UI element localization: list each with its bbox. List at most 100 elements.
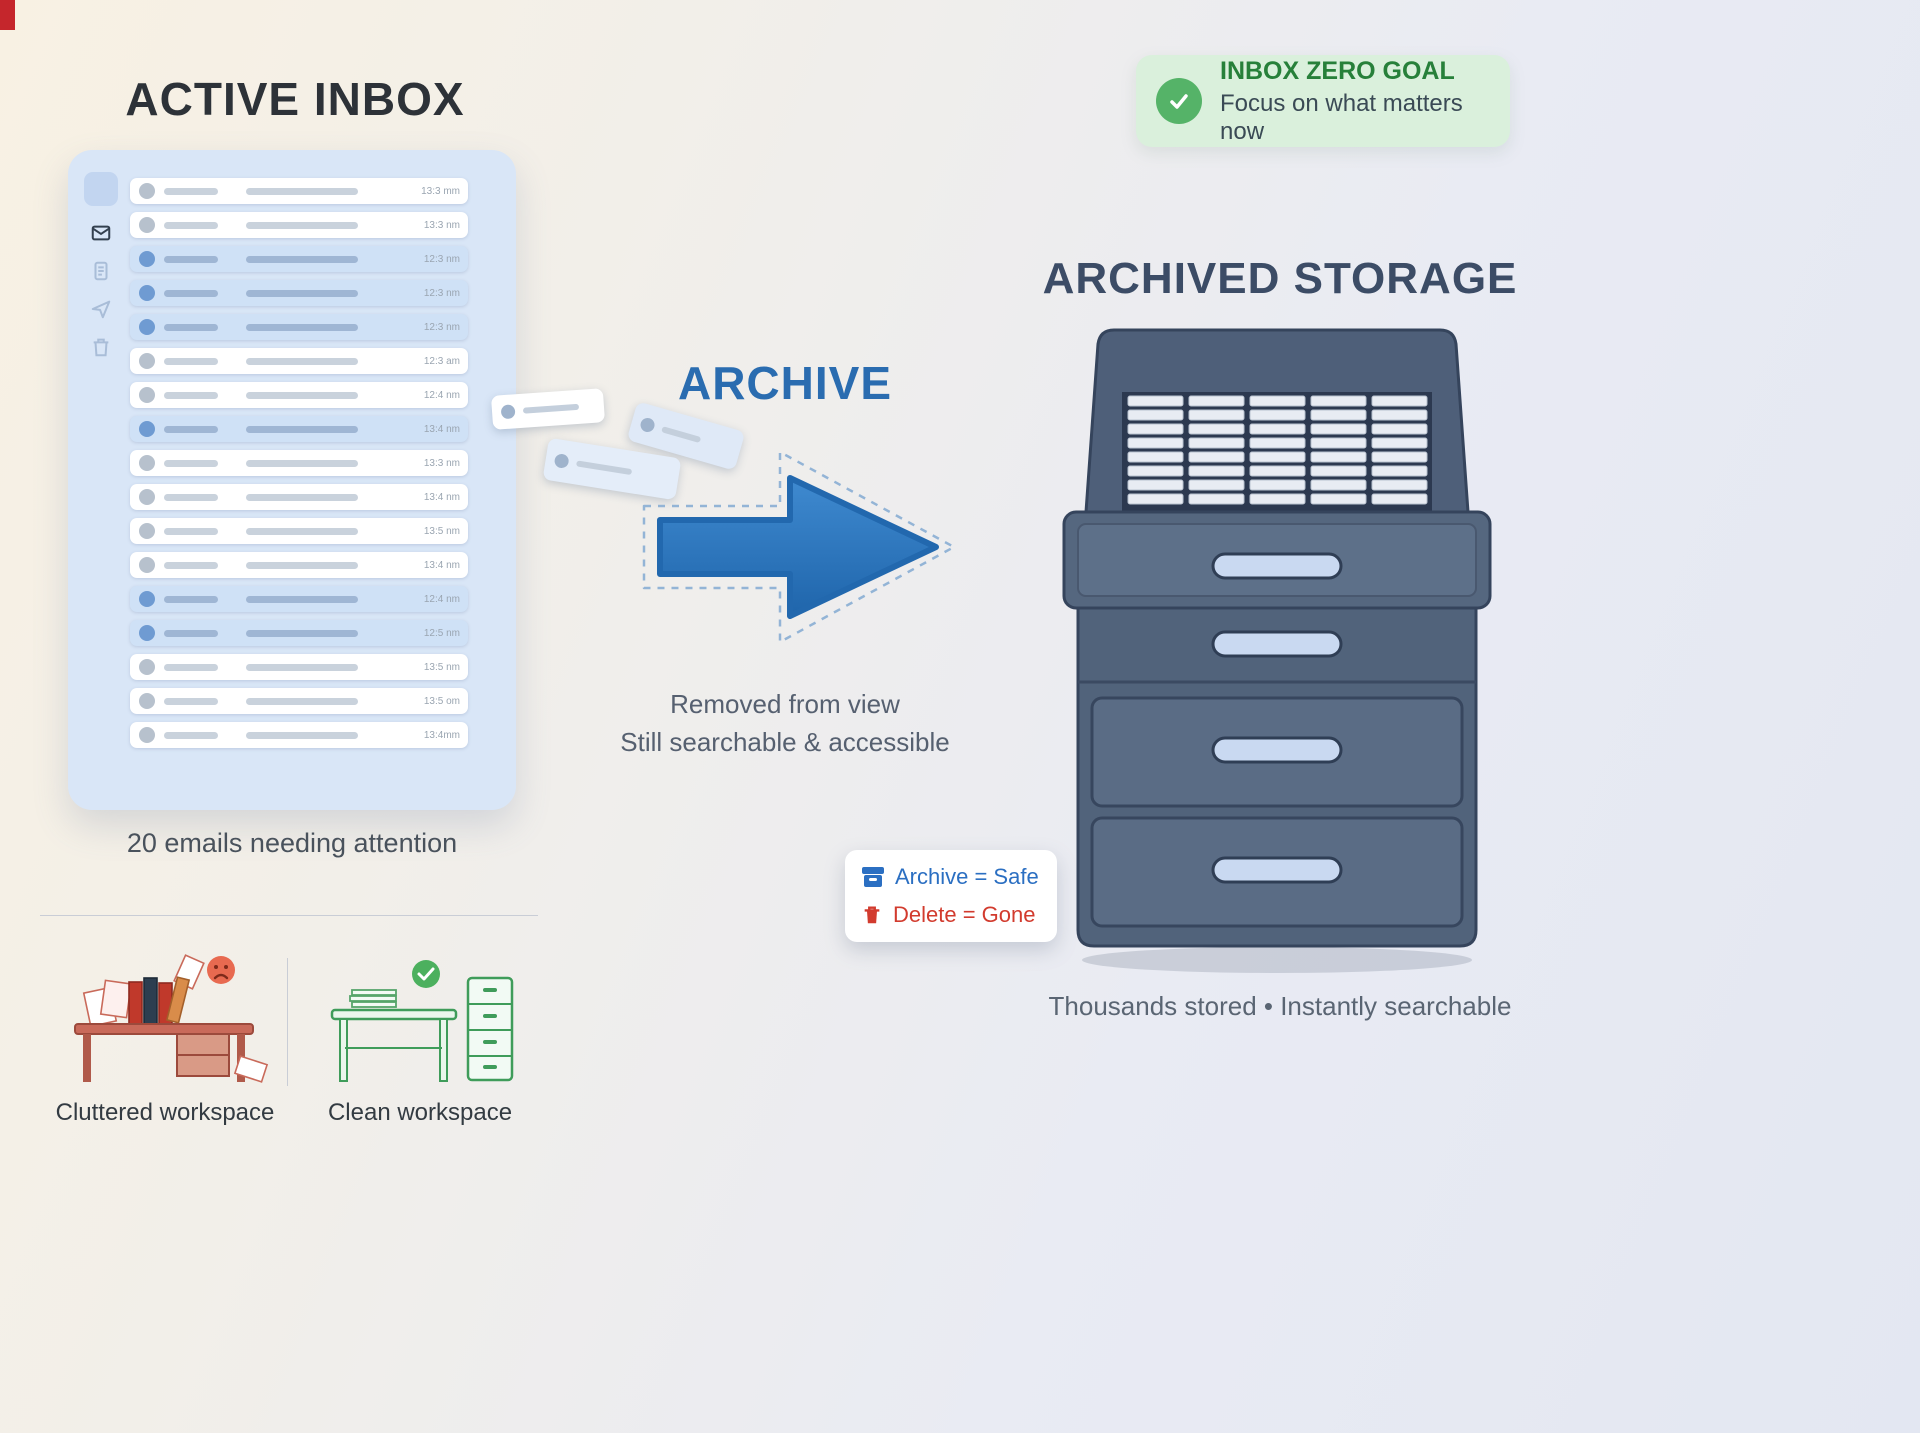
email-timestamp: 12:3 nm <box>423 253 460 265</box>
sad-face-icon <box>207 956 235 984</box>
cluttered-workspace: Cluttered workspace <box>50 952 280 1127</box>
text-bar <box>575 460 633 476</box>
sender-avatar <box>139 183 155 199</box>
subject-bar <box>246 527 358 535</box>
sender-avatar <box>139 693 155 709</box>
sender-name-bar <box>164 527 218 535</box>
filing-cabinet-illustration <box>1058 326 1496 981</box>
archive-title: ARCHIVE <box>677 357 893 409</box>
email-row[interactable]: 12:5 nm <box>130 620 468 646</box>
subject-bar <box>246 425 358 433</box>
email-timestamp: 12:3 nm <box>423 287 460 299</box>
sender-name-bar <box>164 561 218 569</box>
cluttered-workspace-illustration <box>74 954 269 1083</box>
subject-bar <box>246 221 358 229</box>
email-row[interactable]: 12:3 nm <box>130 314 468 340</box>
drawer-handle <box>1211 552 1343 580</box>
subject-bar <box>246 493 358 501</box>
email-timestamp: 12:3 am <box>423 355 460 367</box>
sender-name-bar <box>164 391 218 399</box>
email-row[interactable]: 13:4 nm <box>130 484 468 510</box>
email-row[interactable]: 13:4mm <box>130 722 468 748</box>
subject-bar <box>246 187 358 195</box>
email-timestamp: 12:5 nm <box>423 627 460 639</box>
email-timestamp: 13:5 nm <box>423 661 460 673</box>
drawer-handle <box>1211 736 1343 764</box>
email-row[interactable]: 13:3 nm <box>130 212 468 238</box>
inbox-sidebar <box>80 172 122 790</box>
inbox-caption: 20 emails needing attention <box>126 828 458 858</box>
email-row[interactable]: 12:4 nm <box>130 382 468 408</box>
sender-name-bar <box>164 459 218 467</box>
archive-arrow-icon <box>642 450 956 644</box>
email-timestamp: 13:5 om <box>423 695 460 707</box>
email-timestamp: 12:4 nm <box>423 389 460 401</box>
legend-archive-label: Archive = Safe <box>895 864 1039 889</box>
horizontal-divider <box>40 915 538 916</box>
email-row[interactable]: 12:3 nm <box>130 246 468 272</box>
email-row[interactable]: 13:5 om <box>130 688 468 714</box>
sender-avatar <box>139 217 155 233</box>
subject-bar <box>246 255 358 263</box>
compose-button[interactable] <box>84 172 118 206</box>
subject-bar <box>246 391 358 399</box>
subject-bar <box>246 459 358 467</box>
sender-name-bar <box>164 493 218 501</box>
sender-name-bar <box>164 289 218 297</box>
corner-red-mark <box>0 0 15 30</box>
archive-box-icon <box>862 867 884 887</box>
sender-avatar <box>139 727 155 743</box>
sender-name-bar <box>164 187 218 195</box>
email-timestamp: 13:4mm <box>423 729 460 741</box>
subject-bar <box>246 357 358 365</box>
email-row[interactable]: 13:5 nm <box>130 518 468 544</box>
cluttered-workspace-label: Cluttered workspace <box>55 1099 275 1126</box>
sender-avatar <box>139 659 155 675</box>
legend-archive-row: Archive = Safe <box>861 864 1041 890</box>
trash-icon[interactable] <box>90 336 112 358</box>
email-row[interactable]: 12:3 am <box>130 348 468 374</box>
email-row[interactable]: 13:5 nm <box>130 654 468 680</box>
sender-name-bar <box>164 323 218 331</box>
sender-avatar <box>500 404 516 420</box>
email-row[interactable]: 13:3 nm <box>130 450 468 476</box>
email-row[interactable]: 12:3 nm <box>130 280 468 306</box>
sender-name-bar <box>164 697 218 705</box>
mail-icon[interactable] <box>90 222 112 244</box>
email-timestamp: 13:3 nm <box>423 219 460 231</box>
sender-avatar <box>139 421 155 437</box>
vertical-divider <box>287 958 288 1086</box>
check-icon <box>412 960 440 988</box>
sender-name-bar <box>164 255 218 263</box>
sender-name-bar <box>164 357 218 365</box>
send-icon[interactable] <box>90 298 112 320</box>
inbox-panel: 13:3 mm 13:3 nm 12:3 nm 12:3 nm 12:3 nm <box>68 150 516 810</box>
legend-delete-row: Delete = Gone <box>861 902 1041 928</box>
email-row[interactable]: 13:4 nm <box>130 416 468 442</box>
sender-name-bar <box>164 425 218 433</box>
badge-title: INBOX ZERO GOAL <box>1220 56 1455 85</box>
sender-avatar <box>139 625 155 641</box>
sender-avatar <box>139 285 155 301</box>
subject-bar <box>246 289 358 297</box>
sender-avatar <box>139 251 155 267</box>
email-row[interactable]: 13:3 mm <box>130 178 468 204</box>
clean-workspace: Clean workspace <box>305 952 535 1127</box>
sender-avatar <box>139 523 155 539</box>
flying-email-card <box>490 388 606 430</box>
sender-avatar <box>139 387 155 403</box>
subject-bar <box>246 629 358 637</box>
email-row[interactable]: 13:4 nm <box>130 552 468 578</box>
archive-vs-delete-legend: Archive = Safe Delete = Gone <box>845 850 1057 942</box>
archive-description-line1: Removed from view <box>670 689 900 719</box>
sender-avatar <box>553 453 570 470</box>
sender-name-bar <box>164 731 218 739</box>
drawer-handle <box>1211 630 1343 658</box>
document-icon[interactable] <box>90 260 112 282</box>
sender-avatar <box>139 489 155 505</box>
subject-bar <box>246 697 358 705</box>
email-row[interactable]: 12:4 nm <box>130 586 468 612</box>
subject-bar <box>246 731 358 739</box>
sender-avatar <box>139 319 155 335</box>
sender-name-bar <box>164 663 218 671</box>
